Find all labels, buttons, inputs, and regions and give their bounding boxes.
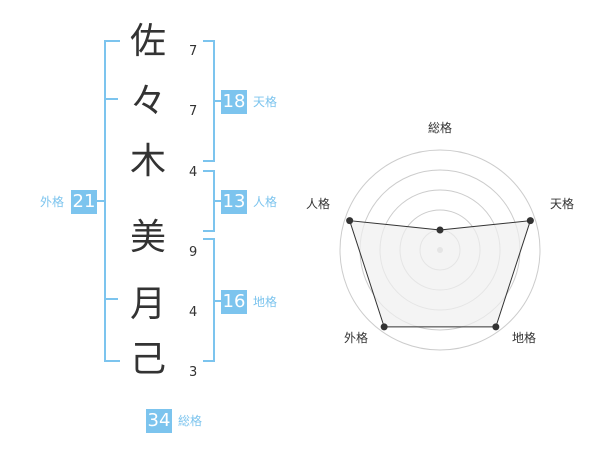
radar-point-5 <box>346 217 354 225</box>
radar-axis-label-3: 地格 <box>512 330 536 345</box>
stroke-count-2: 7 <box>189 104 198 119</box>
radar-axis-label-5: 人格 <box>306 196 330 211</box>
radar-axis-label-2: 天格 <box>550 196 574 211</box>
tenkaku-connector <box>213 100 221 102</box>
jinkaku-connector <box>213 200 221 202</box>
radar-point-1 <box>436 226 444 234</box>
name-char-3: 木 <box>129 141 166 182</box>
bracket-tick <box>104 98 118 100</box>
soukaku-label: 総格 <box>178 414 203 428</box>
jinkaku-label: 人格 <box>253 195 278 209</box>
chikaku-value: 16 <box>221 290 247 314</box>
jinkaku-value: 13 <box>221 190 247 214</box>
soukaku-value: 34 <box>146 409 172 433</box>
gaikaku-label: 外格 <box>40 195 65 209</box>
name-char-2: 々 <box>129 81 166 122</box>
radar-axis-label-4: 外格 <box>344 330 368 345</box>
radar-area <box>348 220 532 328</box>
stroke-count-5: 4 <box>189 305 198 320</box>
tenkaku-value: 18 <box>221 90 247 114</box>
radar-ring <box>339 149 541 351</box>
stroke-count-6: 3 <box>189 365 198 380</box>
radar-axis-label-1: 総格 <box>428 120 452 135</box>
chikaku-label: 地格 <box>253 295 278 309</box>
radar-point-2 <box>526 217 534 225</box>
tenkaku-label: 天格 <box>253 95 278 109</box>
gaikaku-value: 21 <box>71 190 97 214</box>
bracket-tick <box>104 298 118 300</box>
stroke-count-3: 4 <box>189 165 198 180</box>
gaikaku-connector <box>96 200 106 202</box>
name-char-5: 月 <box>129 284 166 325</box>
name-char-6: 己 <box>129 339 166 380</box>
chikaku-connector <box>213 300 221 302</box>
name-char-1: 佐 <box>129 21 166 62</box>
stroke-count-4: 9 <box>189 245 198 260</box>
name-char-4: 美 <box>129 217 166 258</box>
stroke-count-1: 7 <box>189 44 198 59</box>
radar-point-3 <box>492 323 500 331</box>
radar-point-4 <box>380 323 388 331</box>
